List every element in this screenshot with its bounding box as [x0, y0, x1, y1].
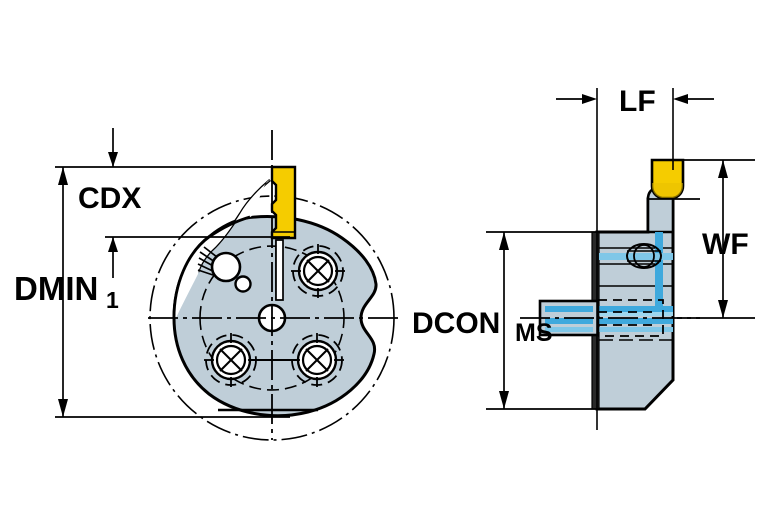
dimension-label-lf: LF [619, 85, 656, 118]
bolt-hole-lower-left [204, 333, 258, 387]
dimension-label-dmin: DMIN [14, 270, 98, 307]
side-view-shank [520, 88, 700, 430]
cutting-insert-front [270, 165, 297, 240]
cdx-arrow-top [108, 152, 118, 167]
dimension-label-dcon: DCON [412, 307, 500, 340]
coolant-slot-front-fill [275, 239, 284, 301]
dmin-arrow-bottom [58, 399, 68, 417]
coolant-nozzle-feature [626, 243, 662, 269]
dimension-label-dcon-subscript: MS [515, 319, 553, 347]
bolt-hole-upper-right [291, 244, 345, 298]
side-hole-large [210, 251, 242, 283]
dmin-arrow-top [58, 167, 68, 185]
dimension-label-dmin-subscript: 1 [106, 287, 119, 313]
cutting-insert-side [650, 158, 685, 200]
coolant-coupling-bottom [545, 327, 673, 332]
lf-arrow-left [582, 94, 597, 104]
coolant-horizontal-mid [599, 310, 673, 316]
wf-arrow-bottom [718, 300, 728, 318]
coolant-horizontal-upper [599, 253, 673, 260]
coolant-coupling-lower [545, 318, 673, 324]
dimension-wf: WF [677, 159, 755, 319]
coolant-vertical-channel [655, 232, 663, 312]
dimension-label-wf: WF [702, 228, 749, 261]
coolant-channels-side [545, 232, 673, 332]
dimension-dcon-ms: DCON MS [412, 231, 600, 410]
coolant-coupling-upper [545, 306, 673, 312]
side-view-dimensions: LF WF DCON MS [412, 85, 755, 410]
lf-arrow-right [673, 94, 688, 104]
front-view-circular-head [148, 130, 398, 441]
dcon-arrow-top [499, 232, 509, 250]
front-view-dimensions: CDX DMIN 1 [14, 128, 290, 418]
dimension-dmin1: DMIN 1 [14, 167, 119, 417]
wf-arrow-top [718, 160, 728, 178]
bolt-circle-dashed-lower [199, 317, 345, 391]
cdx-arrow-bottom [108, 237, 118, 252]
upper-left-cutaway [174, 180, 270, 318]
dimension-cdx: CDX [78, 128, 141, 278]
bolt-hole-lower-right [290, 333, 344, 387]
dimension-label-cdx: CDX [78, 182, 141, 215]
dimension-lf: LF [556, 85, 714, 118]
dcon-arrow-bottom [499, 391, 509, 409]
side-hole-small [234, 275, 252, 293]
